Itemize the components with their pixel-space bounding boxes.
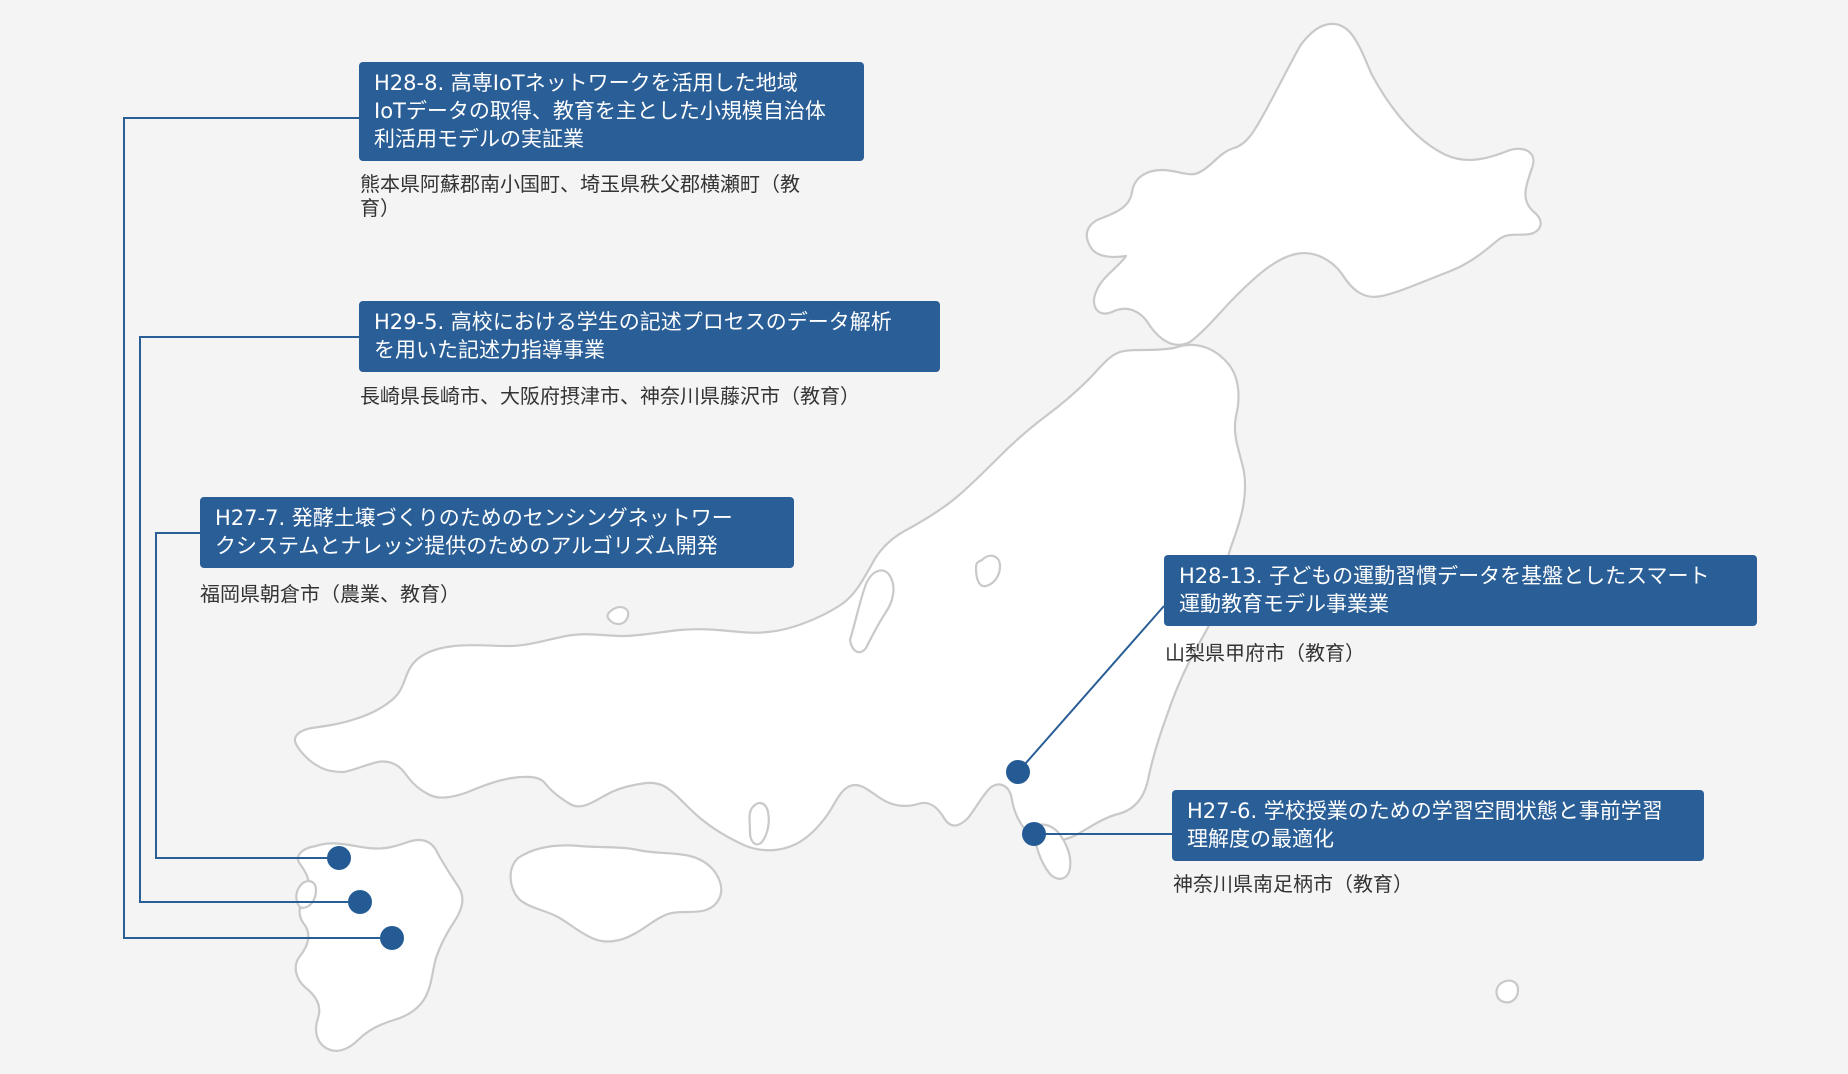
- project-title-line: H27-7. 発酵土壌づくりのためのセンシングネットワー: [215, 506, 733, 530]
- shikoku-island: [509, 844, 723, 943]
- location-marker-h29-5[interactable]: [348, 890, 372, 914]
- location-line: 長崎県長崎市、大阪府摂津市、神奈川県藤沢市（教育）: [360, 384, 860, 408]
- sado-island: [974, 554, 1002, 588]
- hokkaido-island: [1085, 22, 1542, 346]
- location-line: 育）: [360, 196, 400, 220]
- location-line: 福岡県朝倉市（農業、教育）: [200, 582, 460, 606]
- location-marker-h27-7[interactable]: [327, 846, 351, 870]
- awaji-island: [748, 802, 770, 846]
- project-title-line: を用いた記述力指導事業: [374, 338, 605, 362]
- location-line: 神奈川県南足柄市（教育）: [1173, 872, 1413, 896]
- project-location-h29-5: 長崎県長崎市、大阪府摂津市、神奈川県藤沢市（教育）: [360, 384, 980, 408]
- project-title-line: IoTデータの取得、教育を主とした小規模自治体: [374, 99, 826, 123]
- project-box-h28-13[interactable]: H28-13. 子どもの運動習慣データを基盤としたスマート 運動教育モデル事業業: [1164, 555, 1757, 626]
- connector-line-h27-7: [155, 532, 339, 859]
- project-title-line: H27-6. 学校授業のための学習空間状態と事前学習: [1187, 799, 1663, 823]
- project-box-h27-6[interactable]: H27-6. 学校授業のための学習空間状態と事前学習 理解度の最適化: [1172, 790, 1704, 861]
- project-location-h27-7: 福岡県朝倉市（農業、教育）: [200, 582, 600, 606]
- izu-islands: [1495, 979, 1520, 1004]
- project-title-line: クシステムとナレッジ提供のためのアルゴリズム開発: [215, 534, 718, 558]
- project-box-h27-7[interactable]: H27-7. 発酵土壌づくりのためのセンシングネットワー クシステムとナレッジ提…: [200, 497, 794, 568]
- project-location-h28-13: 山梨県甲府市（教育）: [1165, 641, 1565, 665]
- connector-line-h29-5: [139, 336, 360, 903]
- kyushu-island: [294, 839, 464, 1052]
- project-title-line: H29-5. 高校における学生の記述プロセスのデータ解析: [374, 310, 892, 334]
- project-box-h28-8[interactable]: H28-8. 高専IoTネットワークを活用した地域 IoTデータの取得、教育を主…: [359, 62, 864, 161]
- connector-lines: [123, 117, 1172, 939]
- project-title-line: H28-8. 高専IoTネットワークを活用した地域: [374, 71, 798, 95]
- land-layer: [293, 22, 1542, 1052]
- location-marker-h27-6[interactable]: [1022, 822, 1046, 846]
- oki-island: [606, 606, 630, 626]
- project-location-h27-6: 神奈川県南足柄市（教育）: [1173, 872, 1573, 896]
- project-title-line: 利活用モデルの実証業: [374, 127, 584, 151]
- noto-peninsula: [848, 569, 895, 654]
- location-marker-h28-8[interactable]: [380, 926, 404, 950]
- project-title-line: H28-13. 子どもの運動習慣データを基盤としたスマート: [1179, 564, 1710, 588]
- location-markers: [327, 760, 1046, 950]
- location-line: 山梨県甲府市（教育）: [1165, 641, 1365, 665]
- connector-line-h28-13: [1017, 605, 1165, 773]
- honshu-island: [293, 343, 1247, 852]
- project-box-h29-5[interactable]: H29-5. 高校における学生の記述プロセスのデータ解析 を用いた記述力指導事業: [359, 301, 940, 372]
- project-title-line: 理解度の最適化: [1187, 827, 1334, 851]
- location-marker-h28-13[interactable]: [1006, 760, 1030, 784]
- project-title-line: 運動教育モデル事業業: [1179, 592, 1389, 616]
- location-line: 熊本県阿蘇郡南小国町、埼玉県秩父郡横瀬町（教: [360, 172, 800, 196]
- connector-line-h28-8: [123, 117, 392, 939]
- project-location-h28-8: 熊本県阿蘇郡南小国町、埼玉県秩父郡横瀬町（教 育）: [360, 172, 860, 220]
